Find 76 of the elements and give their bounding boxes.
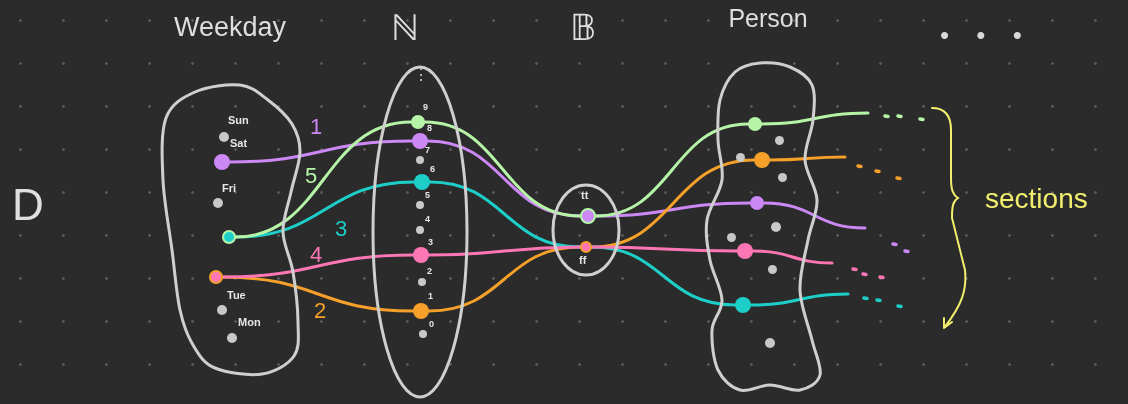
- point-label: 3: [428, 238, 433, 247]
- edge-label: 1: [310, 116, 323, 138]
- point: [777, 172, 787, 182]
- vertical-ellipsis: ⋮: [413, 70, 429, 80]
- connector-line: [428, 180, 582, 249]
- connector-line: [768, 155, 847, 162]
- point-label: Sun: [228, 115, 249, 126]
- point: [414, 174, 430, 190]
- letter-label: D: [12, 179, 44, 231]
- point-label: Fri: [222, 183, 237, 194]
- point: [754, 152, 770, 168]
- point: [219, 132, 229, 142]
- set-heading: Weekday: [173, 14, 287, 41]
- point: [418, 278, 426, 286]
- point: [750, 196, 764, 210]
- edge-label: 5: [305, 165, 318, 187]
- point-label: 5: [425, 191, 430, 200]
- point-label: 8: [427, 124, 432, 133]
- edge-label: 3: [335, 218, 348, 240]
- point: [413, 303, 429, 319]
- point-label: 6: [430, 165, 435, 174]
- point-label: 4: [425, 215, 430, 224]
- point: [416, 156, 424, 164]
- set-heading: ℕ: [391, 10, 419, 46]
- point: [771, 222, 781, 232]
- point-label: Mon: [238, 317, 261, 328]
- brace-label: sections: [985, 182, 1088, 216]
- connector-line: [427, 245, 582, 257]
- point: [737, 243, 753, 259]
- point: [411, 115, 425, 129]
- set-heading: 𝔹: [570, 10, 596, 46]
- point: [214, 154, 230, 170]
- point: [735, 152, 745, 162]
- point: [227, 333, 237, 343]
- connector-line: [590, 158, 756, 249]
- connector-line: [228, 139, 414, 164]
- point-label: 9: [423, 103, 428, 112]
- point: [217, 305, 227, 315]
- point: [213, 198, 223, 208]
- connector-line: [221, 253, 415, 279]
- edge-label: 2: [314, 300, 327, 322]
- point: [735, 297, 751, 313]
- point: [748, 117, 762, 131]
- connector-line: [749, 292, 850, 307]
- connector-line: [221, 275, 415, 313]
- connector-line: [760, 111, 870, 126]
- point-label: ff: [579, 255, 587, 266]
- point-label: 0: [429, 320, 434, 329]
- point: [419, 330, 427, 338]
- point-label: 1: [428, 292, 433, 301]
- ellipsis: • • •: [940, 19, 1032, 52]
- point-label: 7: [425, 146, 430, 155]
- connector-line: [751, 249, 834, 265]
- point: [580, 208, 596, 224]
- point: [767, 264, 777, 274]
- point-label: tt: [581, 190, 589, 201]
- point: [413, 247, 429, 263]
- point: [416, 201, 424, 209]
- connector-line: [590, 245, 739, 253]
- point: [726, 232, 736, 242]
- point: [412, 133, 428, 149]
- point: [580, 241, 592, 253]
- point-label: Tue: [227, 290, 246, 301]
- connector-line: [594, 122, 750, 218]
- point-label: Sat: [230, 138, 248, 149]
- point: [222, 230, 236, 244]
- point: [765, 338, 775, 348]
- edge-label: 4: [310, 244, 323, 266]
- connector-line: [423, 120, 582, 218]
- set-heading: Person: [728, 6, 808, 31]
- point: [774, 135, 784, 145]
- point: [209, 270, 223, 284]
- connector-line: [234, 120, 413, 239]
- point: [416, 226, 424, 234]
- point-label: 2: [427, 267, 432, 276]
- connector-line: [762, 201, 867, 230]
